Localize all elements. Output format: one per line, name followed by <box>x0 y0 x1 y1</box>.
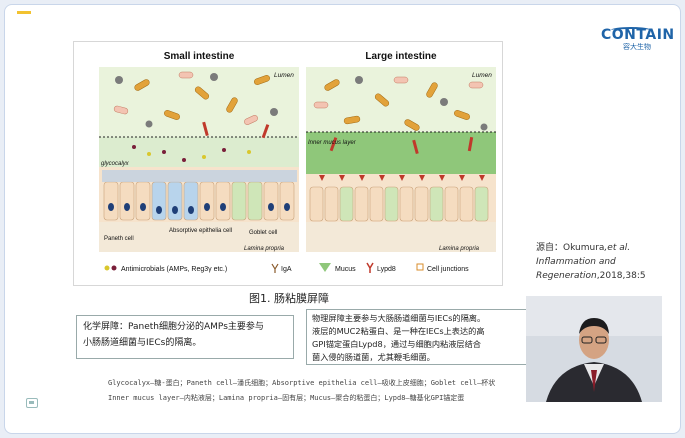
chemical-note-line2: 小肠肠道细菌与IECs的隔离。 <box>83 338 202 348</box>
small-lumen-label: Lumen <box>274 72 294 79</box>
mucosal-barrier-figure: Small intestine Large intestine <box>73 41 503 286</box>
source-citation: 源自：Okumura,et al. Inflammation and Regen… <box>536 241 676 283</box>
chemical-note-line1: 化学屏障：Paneth细胞分泌的AMPs主要参与 <box>83 322 264 332</box>
presenter-video <box>526 296 662 402</box>
legend-lypd8: Lypd8 <box>377 266 396 273</box>
legend-iga: IgA <box>281 266 292 273</box>
small-intestine-title: Small intestine <box>164 51 235 62</box>
physical-note-line1: 物理屏障主要参与大肠肠道细菌与IECs的隔离。 <box>312 313 486 323</box>
brand-name: CONTAIN <box>601 27 675 43</box>
glossary-line2: Inner mucus layer—内粘液层；Lamina propria—固有… <box>108 394 465 402</box>
brand-subtitle: 容大生物 <box>623 43 651 51</box>
large-lumen-label: Lumen <box>472 72 492 79</box>
large-intestine-title: Large intestine <box>365 51 437 62</box>
physical-note-line4: 菌入侵的肠道菌，尤其鞭毛细菌。 <box>312 352 435 362</box>
physical-note-line2: 液层的MUC2粘蛋白、是一种在IECs上表达的高 <box>312 326 485 336</box>
accent-bar <box>17 11 31 14</box>
source-etal: ,et al. <box>604 243 631 253</box>
presenter-image <box>526 296 662 402</box>
source-ref: ,2018,38:5 <box>596 271 646 281</box>
screen-share-icon[interactable] <box>26 398 38 408</box>
absorptive-cell-label: Absorptive epithelia cell <box>169 228 232 234</box>
source-journal: Inflammation and Regeneration <box>536 257 616 281</box>
legend-mucus: Mucus <box>335 266 356 273</box>
physical-barrier-note: 物理屏障主要参与大肠肠道细菌与IECs的隔离。 液层的MUC2粘蛋白、是一种在I… <box>306 309 528 365</box>
small-lamina-label: Lamina propria <box>244 246 285 252</box>
figure-caption: 图1. 肠粘膜屏障 <box>249 292 329 305</box>
legend-antimicrobials: Antimicrobials (AMPs, Reg3γ etc.) <box>121 266 227 273</box>
glycocalyx-label: glycocalyx <box>101 161 130 167</box>
large-intestine-panel: Lumen Inner mucus layer Lamina propria <box>306 67 496 252</box>
paneth-cell-label: Paneth cell <box>104 236 134 242</box>
source-prefix: 源自：Okumura <box>536 243 605 253</box>
figure-legend: Antimicrobials (AMPs, Reg3γ etc.) IgA Mu… <box>104 262 469 273</box>
inner-mucus-label: Inner mucus layer <box>308 140 357 146</box>
chemical-barrier-note: 化学屏障：Paneth细胞分泌的AMPs主要参与 小肠肠道细菌与IECs的隔离。 <box>76 315 294 359</box>
goblet-cell-label: Goblet cell <box>249 230 277 236</box>
large-lamina-label: Lamina propria <box>439 246 480 252</box>
glossary-line1: Glycocalyx—糖-蛋白；Paneth cell—潘氏细胞；Absorpt… <box>108 379 496 387</box>
brand-logo: CONTAIN 容大生物 <box>601 27 674 53</box>
physical-note-line3: GPI锚定蛋白Lypd8，通过与细胞内粘液层结合 <box>312 339 481 349</box>
logo-swoosh <box>611 27 651 33</box>
figure-illustration: Small intestine Large intestine <box>99 51 496 273</box>
legend-junctions: Cell junctions <box>427 266 469 273</box>
small-intestine-panel: Lumen glycocalyx Paneth cell Absorptive … <box>99 67 299 252</box>
